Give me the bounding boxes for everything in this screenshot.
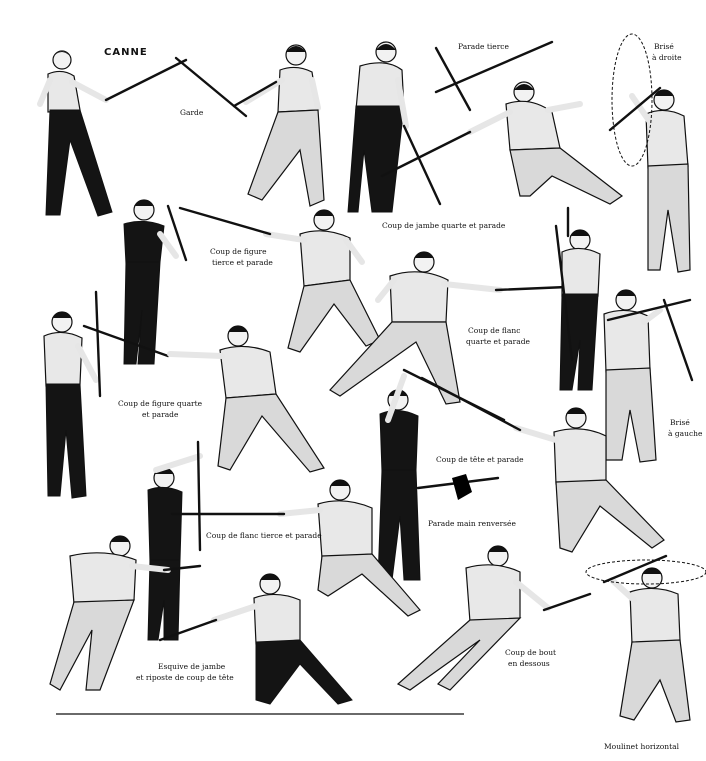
figure-coup-figure-quarte-stand bbox=[43, 311, 99, 499]
label-esquive-2: et riposte de coup de tête bbox=[136, 673, 234, 682]
figure-coup-figure-tierce-stand bbox=[123, 199, 179, 365]
label-coup-figure-quarte-1: Coup de figure quarte bbox=[118, 399, 203, 408]
cane-coup-flanc-stand bbox=[554, 224, 574, 362]
cane-coup-figure-tierce bbox=[178, 206, 272, 236]
figure-coup-bout bbox=[396, 545, 551, 691]
cane-coup-flanc-tierce-stand bbox=[196, 440, 202, 552]
label-brise-gauche-2: à gauche bbox=[668, 429, 703, 438]
cane-brise-gauche-2 bbox=[662, 298, 694, 382]
cane-coup-figure-tierce-stand bbox=[166, 204, 188, 262]
cane-coup-tete bbox=[420, 376, 522, 432]
title-canne: CANNE bbox=[104, 47, 148, 58]
cane-coup-figure-quarte-stand bbox=[94, 290, 102, 398]
label-coup-flanc-quarte-1: Coup de flanc bbox=[468, 326, 521, 335]
label-coup-figure-tierce-1: Coup de figure bbox=[210, 247, 267, 256]
label-moulinet: Moulinet horizontal bbox=[604, 742, 679, 751]
label-coup-flanc-quarte-2: quarte et parade bbox=[466, 337, 530, 346]
figure-coup-flanc-stand bbox=[559, 229, 601, 391]
label-brise-gauche-1: Brisé bbox=[670, 418, 690, 427]
cane-brise-gauche bbox=[606, 298, 692, 322]
figure-coup-flanc-quarte bbox=[329, 251, 503, 405]
cane-moulinet bbox=[602, 554, 668, 584]
figure-parade-stand bbox=[347, 41, 409, 213]
trace-moulinet bbox=[585, 559, 706, 585]
label-coup-figure-tierce-2: tierce et parade bbox=[212, 258, 273, 267]
label-coup-bout-1: Coup de bout bbox=[505, 648, 557, 657]
cane-esquive bbox=[162, 564, 202, 572]
figure-coup-jambe bbox=[467, 81, 624, 205]
cane-coup-jambe bbox=[380, 130, 472, 178]
cane-parade-tierce-2 bbox=[434, 46, 472, 112]
cane-esquive-riposte bbox=[158, 618, 218, 642]
label-coup-bout-2: en dessous bbox=[508, 659, 550, 668]
figure-coup-figure-tierce-lunge bbox=[263, 209, 381, 353]
figure-coup-figure-quarte-lunge bbox=[167, 325, 325, 473]
label-coup-tete-parade: Coup de tête et parade bbox=[436, 455, 524, 464]
cane-parade-stand bbox=[402, 124, 442, 206]
figure-coup-flanc-tierce-lunge bbox=[277, 479, 421, 617]
label-coup-jambe-quarte: Coup de jambe quarte et parade bbox=[382, 221, 506, 230]
cane-garde-right-2 bbox=[232, 80, 278, 108]
figure-coup-flanc-tierce-stand bbox=[147, 453, 203, 641]
label-brise-droite-1: Brisé bbox=[654, 42, 674, 51]
cane-coup-bout bbox=[542, 592, 592, 612]
cane-coup-figure-quarte-stand-2 bbox=[82, 324, 170, 358]
label-brise-droite-2: à droite bbox=[652, 53, 682, 62]
label-parade-main-renversee: Parade main renversée bbox=[428, 519, 516, 528]
figure-brise-droite bbox=[629, 89, 691, 273]
label-coup-figure-quarte-2: et parade bbox=[142, 410, 179, 419]
figure-brise-gauche bbox=[603, 289, 663, 463]
label-coup-flanc-tierce: Coup de flanc tierce et parade bbox=[206, 531, 322, 540]
cane-garde-left bbox=[104, 58, 188, 102]
label-parade-tierce: Parade tierce bbox=[458, 42, 509, 51]
figure-coup-tete-stand bbox=[377, 373, 421, 581]
figure-coup-tete-lunge bbox=[513, 407, 665, 553]
figure-garde-left bbox=[37, 50, 113, 217]
figure-garde-right bbox=[243, 44, 325, 207]
figure-moulinet bbox=[609, 567, 691, 723]
parade-main-renversee-detail bbox=[416, 474, 500, 500]
label-esquive-1: Esquive de jambe bbox=[158, 662, 226, 671]
cane-brise-droite bbox=[608, 86, 662, 132]
trace-brise-droite bbox=[611, 33, 653, 167]
figure-esquive-riposte bbox=[211, 573, 353, 705]
label-garde: Garde bbox=[180, 108, 204, 117]
figure-esquive bbox=[49, 535, 171, 691]
